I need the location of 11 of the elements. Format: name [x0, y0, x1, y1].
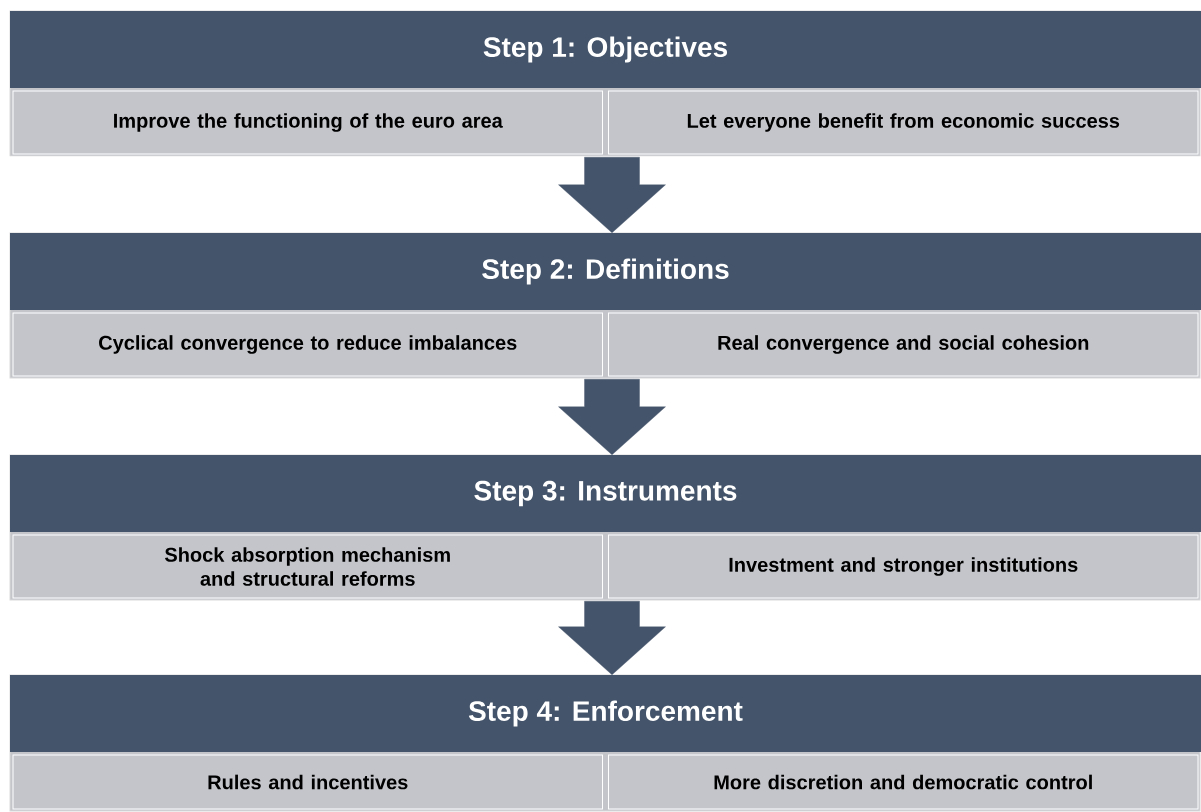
item-cell: Investment and stronger institutions — [608, 534, 1199, 599]
item-cell: Improve the functioning of the euro area — [12, 90, 603, 155]
item-cell: Let everyone benefit from economic success — [608, 90, 1199, 155]
down-arrow — [558, 601, 666, 675]
down-arrow — [558, 379, 666, 455]
item-cell: Cyclical convergence to reduce imbalances — [12, 312, 603, 377]
item-cell: Real convergence and social cohesion — [608, 312, 1199, 377]
item-cell: More discretion and democratic control — [608, 754, 1199, 810]
item-cell: Rules and incentives — [12, 754, 603, 810]
down-arrow — [558, 157, 666, 233]
item-cell: Shock absorption mechanism and structural reforms — [12, 534, 603, 599]
